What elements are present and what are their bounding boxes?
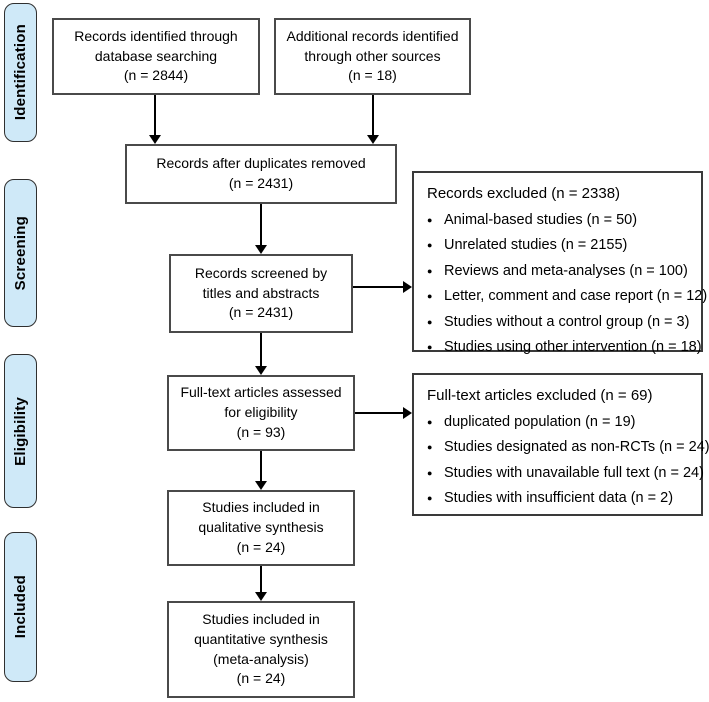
- text-line: Studies included in: [202, 499, 320, 516]
- text-line: Records identified through: [74, 27, 238, 44]
- box-additional-records-other-sources: Additional records identified through oth…: [274, 18, 471, 95]
- stage-label-included: Included: [4, 532, 37, 682]
- text-line: database searching: [94, 47, 218, 64]
- text-line: (n = 2431): [228, 175, 294, 191]
- text-line: (n = 24): [236, 538, 286, 555]
- text-line: Studies included in: [202, 610, 320, 627]
- arrow-down-qualitative-to-quantitative: [260, 566, 262, 592]
- stage-label-text: Eligibility: [12, 396, 29, 466]
- arrow-down-duplicates-to-screened: [260, 204, 262, 245]
- stage-label-text: Screening: [12, 215, 29, 291]
- text-line: (n = 18): [348, 67, 397, 84]
- box-quantitative-synthesis: Studies included in quantitative synthesi…: [167, 601, 355, 698]
- text-line: Full-text articles assessed: [180, 384, 342, 401]
- exclusion-item: Unrelated studies (n = 2155): [427, 237, 691, 253]
- exclusion-list: duplicated population (n = 19) Studies de…: [427, 414, 709, 507]
- box-records-screened: Records screened by titles and abstracts (…: [169, 254, 353, 333]
- exclusion-title: Full-text articles excluded (n = 69): [427, 387, 653, 404]
- exclusion-item: Letter, comment and case report (n = 12): [427, 288, 707, 304]
- text-line: Records screened by: [194, 264, 328, 281]
- arrow-right-fulltext-to-excluded: [355, 412, 403, 414]
- arrow-down-screened-to-fulltext: [260, 333, 262, 366]
- exclusion-item: Studies using other intervention (n = 18…: [427, 339, 702, 355]
- text-line: quantitative synthesis: [194, 630, 328, 647]
- text-line: (n = 2431): [228, 304, 294, 321]
- arrow-down-fulltext-to-qualitative: [260, 451, 262, 481]
- arrow-down-database-to-duplicates: [154, 95, 156, 135]
- exclusion-item: duplicated population (n = 19): [427, 414, 691, 430]
- stage-label-screening: Screening: [4, 179, 37, 327]
- stage-label-identification: Identification: [4, 3, 37, 142]
- box-records-identified-database: Records identified through database searc…: [52, 18, 260, 95]
- box-fulltext-excluded: Full-text articles excluded (n = 69) dup…: [412, 373, 709, 516]
- exclusion-list: Animal-based studies (n = 50) Unrelated s…: [427, 212, 707, 356]
- stage-label-eligibility: Eligibility: [4, 354, 37, 508]
- text-line: Records after duplicates removed: [156, 155, 366, 172]
- text-line: Additional records identified: [286, 27, 459, 44]
- exclusion-item: Reviews and meta-analyses (n = 100): [427, 263, 691, 279]
- text-line: (meta-analysis): [213, 650, 309, 667]
- box-fulltext-assessed: Full-text articles assessed for eligibili…: [167, 375, 355, 451]
- text-line: (n = 24): [236, 670, 286, 687]
- text-line: (n = 93): [236, 423, 286, 440]
- arrow-right-screened-to-excluded: [353, 286, 403, 288]
- box-qualitative-synthesis: Studies included in qualitative synthesis…: [167, 490, 355, 566]
- exclusion-title: Records excluded (n = 2338): [427, 185, 621, 202]
- exclusion-item: Studies designated as non-RCTs (n = 24): [427, 439, 709, 455]
- exclusion-item: Animal-based studies (n = 50): [427, 212, 691, 228]
- stage-label-text: Included: [12, 575, 29, 639]
- arrow-down-othersources-to-duplicates: [372, 95, 374, 135]
- text-line: for eligibility: [224, 404, 298, 421]
- text-line: qualitative synthesis: [198, 519, 324, 536]
- text-line: titles and abstracts: [202, 284, 320, 301]
- exclusion-item: Studies with unavailable full text (n = …: [427, 465, 704, 481]
- exclusion-item: Studies without a control group (n = 3): [427, 314, 691, 330]
- stage-label-text: Identification: [12, 24, 29, 121]
- box-records-excluded: Records excluded (n = 2338) Animal-based…: [412, 171, 707, 355]
- text-line: (n = 2844): [123, 67, 189, 84]
- box-records-after-duplicates-removed: Records after duplicates removed (n = 243…: [125, 144, 397, 204]
- exclusion-item: Studies with insufficient data (n = 2): [427, 490, 691, 506]
- text-line: through other sources: [304, 47, 441, 64]
